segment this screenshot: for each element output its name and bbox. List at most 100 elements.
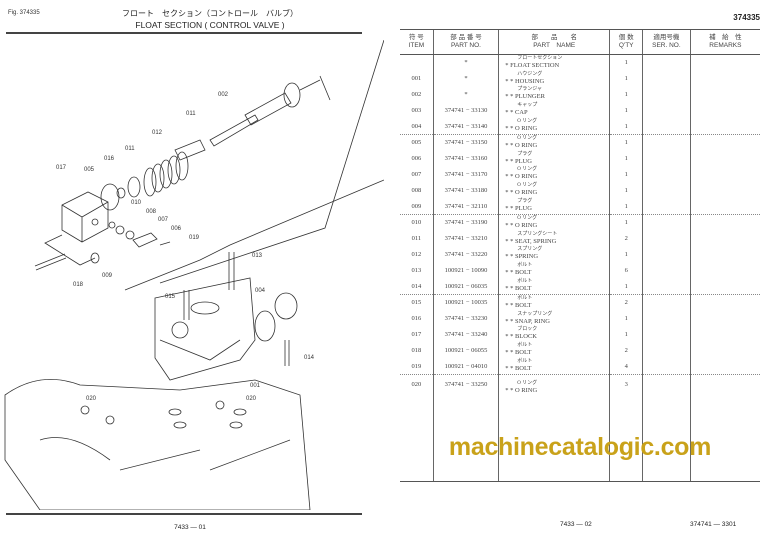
remarks-cell [689, 342, 760, 359]
qty-cell: 1 [609, 213, 643, 231]
callout-009: 009 [102, 273, 113, 279]
header-rule [6, 32, 362, 34]
part-name-cell: O リング* * O RING [498, 133, 610, 151]
title-english: FLOAT SECTION ( CONTROL VALVE ) [135, 20, 285, 30]
item-cell: 008 [411, 186, 422, 194]
qty-cell: 2 [609, 342, 643, 359]
part-name-en: * * BOLT [505, 301, 532, 309]
part-no-cell: * [432, 86, 499, 103]
part-name-kana: O リング [517, 167, 538, 173]
part-name-kana: O リング [517, 183, 538, 189]
callout-012: 012 [152, 130, 163, 136]
ser-no-cell [642, 246, 691, 263]
remarks-cell [689, 102, 760, 119]
qty-cell: 1 [609, 326, 643, 343]
page-number: 374335 [733, 13, 760, 22]
part-name-kana: プラグ [517, 151, 533, 157]
part-name-kana: プラグ [517, 199, 533, 205]
ser-no-cell [642, 230, 691, 247]
callout-019: 019 [189, 235, 200, 241]
remarks-cell [689, 373, 760, 482]
part-name-kana: ボルト [517, 359, 533, 365]
remarks-cell [689, 358, 760, 375]
qty-cell: 1 [609, 54, 643, 71]
part-name-cell: O リング* * O RING [498, 213, 610, 231]
part-name-en: * * BOLT [505, 349, 532, 357]
part-name-en: * * CAP [505, 109, 528, 117]
part-name-en: * * PLUG [505, 157, 532, 165]
part-name-en: * FLOAT SECTION [505, 61, 560, 69]
callout-labels: 002 011 012 011 016 005 017 010 008 007 … [56, 92, 315, 402]
remarks-cell [689, 278, 760, 295]
ser-no-cell [642, 262, 691, 279]
header-jp: 適用号機 [653, 34, 680, 41]
part-name-en: * * SPRING [505, 253, 539, 261]
remarks-cell [689, 133, 760, 151]
remarks-cell [689, 86, 760, 103]
part-name-cell: O リング* * O RING [498, 166, 610, 183]
remarks-cell [689, 213, 760, 231]
part-name-en: * * BOLT [505, 365, 532, 373]
callout-006: 006 [171, 226, 182, 232]
item-cell: 015 [400, 293, 434, 311]
ser-no-cell [642, 150, 691, 167]
ser-no-cell [642, 102, 691, 119]
part-name-cell: ボルト* * BOLT [498, 278, 610, 295]
part-name-en: * * BLOCK [505, 333, 537, 341]
part-name-kana: スプリング [517, 247, 543, 253]
item-cell: 007 [411, 170, 422, 178]
part-name-kana: O リング [517, 119, 538, 125]
qty-cell: 4 [609, 358, 643, 375]
ser-no-cell [642, 198, 691, 215]
callout-004: 004 [255, 288, 266, 294]
part-name-en: * * SEAT, SPRING [505, 237, 557, 245]
valve-body-drawing [4, 379, 311, 510]
part-no-cell: 100921 − 10090 [432, 262, 499, 279]
item-cell: 002 [411, 90, 422, 98]
part-name-en: * * PLUNGER [505, 93, 545, 101]
callout-008: 008 [146, 209, 157, 215]
part-no-cell: 100921 − 06035 [432, 278, 499, 295]
item-cell: 017 [411, 330, 422, 338]
qty-cell: 1 [609, 150, 643, 167]
part-name-kana: O リング [517, 380, 538, 386]
header-en: SER. NO. [652, 42, 681, 49]
qty-cell: 1 [609, 166, 643, 183]
qty-cell: 1 [609, 70, 643, 87]
part-no-cell: 374741 − 32110 [432, 198, 499, 215]
part-no-cell: 100921 − 10035 [432, 293, 499, 311]
callout-020: 020 [86, 396, 97, 402]
callout-016: 016 [104, 156, 115, 162]
callout-007: 007 [158, 217, 169, 223]
remarks-cell [689, 54, 760, 71]
callout-018: 018 [73, 282, 84, 288]
part-name-cell: O リング* * O RING [498, 118, 610, 135]
part-name-cell: スプリングシート* * SEAT, SPRING [498, 230, 610, 247]
header-en: PART NAME [533, 42, 576, 49]
ser-no-cell [642, 166, 691, 183]
qty-cell: 2 [609, 230, 643, 247]
item-cell: 018 [411, 346, 422, 354]
callout-002: 002 [218, 92, 229, 98]
item-cell: 004 [411, 122, 422, 130]
ser-no-cell [642, 293, 691, 311]
item-cell: 019 [411, 362, 422, 370]
part-name-cell: ハウジング* * HOUSING [498, 70, 610, 87]
callout-014: 014 [304, 355, 315, 361]
item-cell: 001 [411, 75, 422, 83]
part-no-cell: 374741 − 33210 [432, 230, 499, 247]
header-jp: 符 号 [408, 34, 424, 41]
part-name-cell: O リング* * O RING [498, 373, 610, 482]
qty-cell: 6 [609, 262, 643, 279]
callout-001: 001 [250, 383, 261, 389]
header-en: PART NO. [451, 42, 481, 49]
